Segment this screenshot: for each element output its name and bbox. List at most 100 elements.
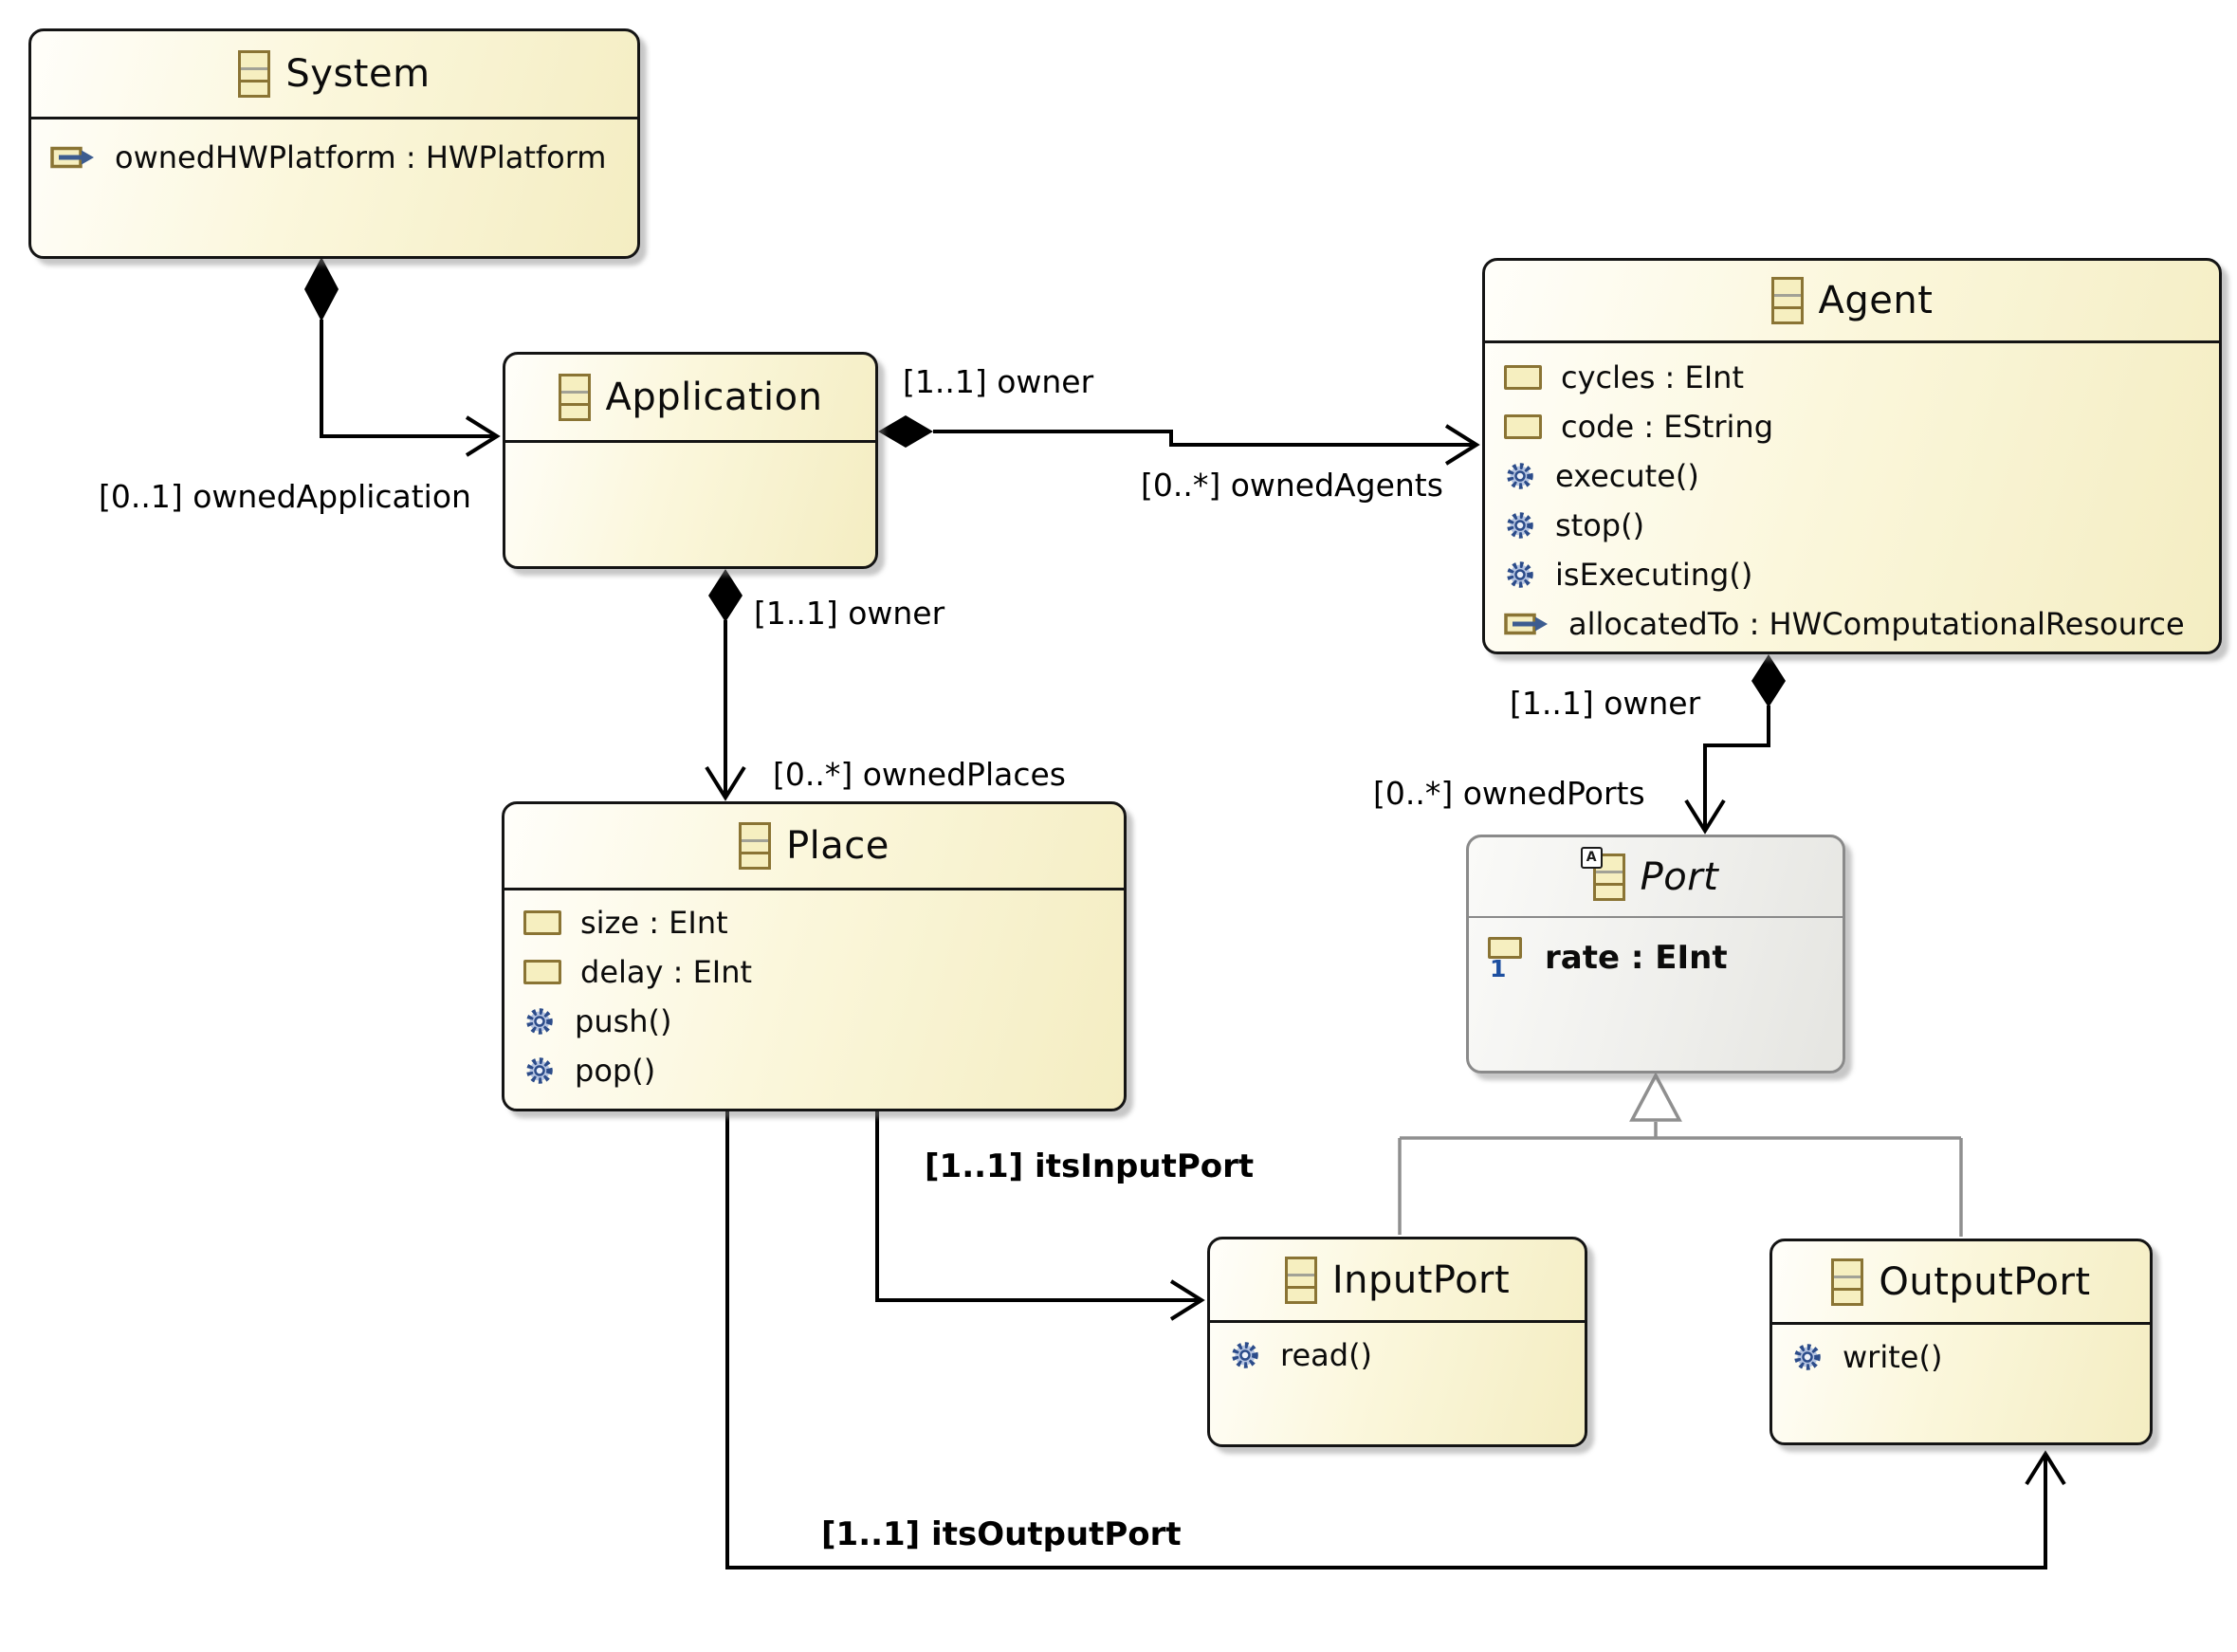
operation-row-push[interactable]: push() (504, 997, 1124, 1046)
class-body-inputport: read() (1210, 1320, 1585, 1380)
operation-row-read[interactable]: read() (1210, 1331, 1585, 1380)
reference-row-allocatedto[interactable]: allocatedTo : HWComputationalResource (1485, 599, 2219, 649)
operation-label: write() (1843, 1339, 1943, 1375)
class-title-place[interactable]: Place (786, 824, 889, 868)
class-header-inputport: InputPort (1210, 1239, 1585, 1320)
open-arrowhead (705, 765, 746, 801)
operation-label: read() (1280, 1337, 1373, 1373)
class-body-outputport: write() (1772, 1322, 2150, 1382)
edge-label-owned-application[interactable]: [0..1] ownedApplication (99, 478, 471, 515)
composition-edge-application-place[interactable] (705, 569, 746, 801)
edge-label-place-owner[interactable]: [1..1] owner (754, 595, 945, 632)
class-box-outputport[interactable]: OutputPort write() (1769, 1239, 2153, 1445)
class-body-place: size : EInt delay : EInt push() pop() (504, 888, 1124, 1095)
class-header-outputport: OutputPort (1772, 1241, 2150, 1322)
composition-diamond (1751, 654, 1786, 707)
attribute-row-cycles[interactable]: cycles : EInt (1485, 353, 2219, 402)
generalization-triangle (1629, 1072, 1682, 1122)
attribute-row-rate[interactable]: 1 rate : EInt (1469, 929, 1843, 986)
class-header-place: Place (504, 804, 1124, 888)
composition-diamond (708, 569, 743, 622)
class-title-inputport[interactable]: InputPort (1331, 1257, 1511, 1302)
attribute-row-code[interactable]: code : EString (1485, 402, 2219, 451)
attribute-label: size : EInt (580, 905, 728, 941)
operation-gear-icon (1232, 1342, 1258, 1368)
edge-label-its-input-port[interactable]: [1..1] itsInputPort (925, 1147, 1255, 1185)
open-arrowhead (1444, 424, 1480, 466)
composition-edge-application-agent[interactable] (878, 415, 1480, 466)
class-header-system: System (31, 31, 637, 117)
operation-row-isexecuting[interactable]: isExecuting() (1485, 550, 2219, 599)
attribute-label: cycles : EInt (1561, 359, 1744, 395)
class-header-application: Application (505, 355, 875, 440)
class-box-application[interactable]: Application (503, 352, 878, 569)
class-icon (1284, 1256, 1317, 1304)
class-box-port[interactable]: A Port 1 rate : EInt (1466, 835, 1845, 1074)
edge-label-agent-owner[interactable]: [1..1] owner (903, 363, 1094, 400)
edge-label-owned-agents[interactable]: [0..*] ownedAgents (1141, 467, 1443, 504)
attribute-icon (523, 960, 561, 984)
class-header-agent: Agent (1485, 261, 2219, 340)
class-box-agent[interactable]: Agent cycles : EInt code : EString execu… (1482, 258, 2222, 654)
operation-label: pop() (575, 1053, 656, 1089)
class-box-place[interactable]: Place size : EInt delay : EInt push() (502, 801, 1127, 1111)
attribute-label: rate : EInt (1545, 939, 1728, 977)
class-body-application (505, 440, 875, 566)
operation-gear-icon (1507, 561, 1533, 588)
class-title-port[interactable]: Port (1640, 854, 1719, 899)
multiplicity-one-glyph: 1 (1490, 954, 1507, 982)
reference-icon (1504, 613, 1548, 635)
operation-row-write[interactable]: write() (1772, 1332, 2150, 1382)
open-arrowhead (2025, 1450, 2066, 1486)
class-icon (1770, 277, 1804, 324)
attribute-row-size[interactable]: size : EInt (504, 898, 1124, 947)
attribute-row-delay[interactable]: delay : EInt (504, 947, 1124, 997)
attribute-icon (1504, 365, 1542, 390)
attribute-multiplicity-one-icon: 1 (1488, 936, 1526, 982)
reference-label: ownedHWPlatform : HWPlatform (115, 139, 607, 175)
operation-gear-icon (526, 1008, 553, 1035)
composition-edge-system-application[interactable] (304, 257, 501, 457)
class-body-system: ownedHWPlatform : HWPlatform (31, 117, 637, 182)
edge-label-its-output-port[interactable]: [1..1] itsOutputPort (821, 1515, 1182, 1553)
class-title-outputport[interactable]: OutputPort (1879, 1259, 2091, 1304)
edge-label-owned-ports[interactable]: [0..*] ownedPorts (1373, 775, 1645, 812)
operation-row-stop[interactable]: stop() (1485, 501, 2219, 550)
class-title-agent[interactable]: Agent (1818, 279, 1934, 322)
operation-row-pop[interactable]: pop() (504, 1046, 1124, 1095)
generalization-edges-port[interactable] (1398, 1072, 1963, 1237)
open-arrowhead (1684, 798, 1726, 835)
reference-edge-place-inputport[interactable] (875, 1111, 1205, 1321)
class-body-agent: cycles : EInt code : EString execute() s… (1485, 340, 2219, 649)
operation-label: stop() (1555, 507, 1645, 543)
operation-gear-icon (1794, 1344, 1821, 1370)
class-box-inputport[interactable]: InputPort read() (1207, 1237, 1587, 1447)
reference-row-ownedhwplatform[interactable]: ownedHWPlatform : HWPlatform (31, 133, 637, 182)
attribute-icon (1504, 414, 1542, 439)
operation-gear-icon (1507, 512, 1533, 539)
edge-label-owned-places[interactable]: [0..*] ownedPlaces (773, 756, 1066, 793)
attribute-label: delay : EInt (580, 954, 753, 990)
composition-edge-agent-port[interactable] (1684, 654, 1786, 835)
class-title-application[interactable]: Application (605, 376, 823, 419)
class-box-system[interactable]: System ownedHWPlatform : HWPlatform (28, 28, 640, 259)
class-title-system[interactable]: System (285, 52, 431, 96)
open-arrowhead (1169, 1279, 1205, 1321)
operation-label: isExecuting() (1555, 557, 1753, 593)
attribute-label: code : EString (1561, 409, 1774, 445)
attribute-icon (523, 910, 561, 935)
operation-label: push() (575, 1003, 672, 1039)
composition-diamond (878, 415, 933, 448)
class-icon (1831, 1257, 1864, 1306)
operation-row-execute[interactable]: execute() (1485, 451, 2219, 501)
class-header-port: A Port (1469, 837, 1843, 916)
reference-label: allocatedTo : HWComputationalResource (1568, 606, 2185, 642)
class-body-port: 1 rate : EInt (1469, 916, 1843, 986)
abstract-badge: A (1580, 846, 1603, 869)
reference-icon (50, 146, 94, 169)
edge-label-port-owner[interactable]: [1..1] owner (1510, 685, 1701, 722)
reference-edge-place-outputport[interactable] (725, 1111, 2066, 1569)
class-icon (558, 374, 591, 421)
